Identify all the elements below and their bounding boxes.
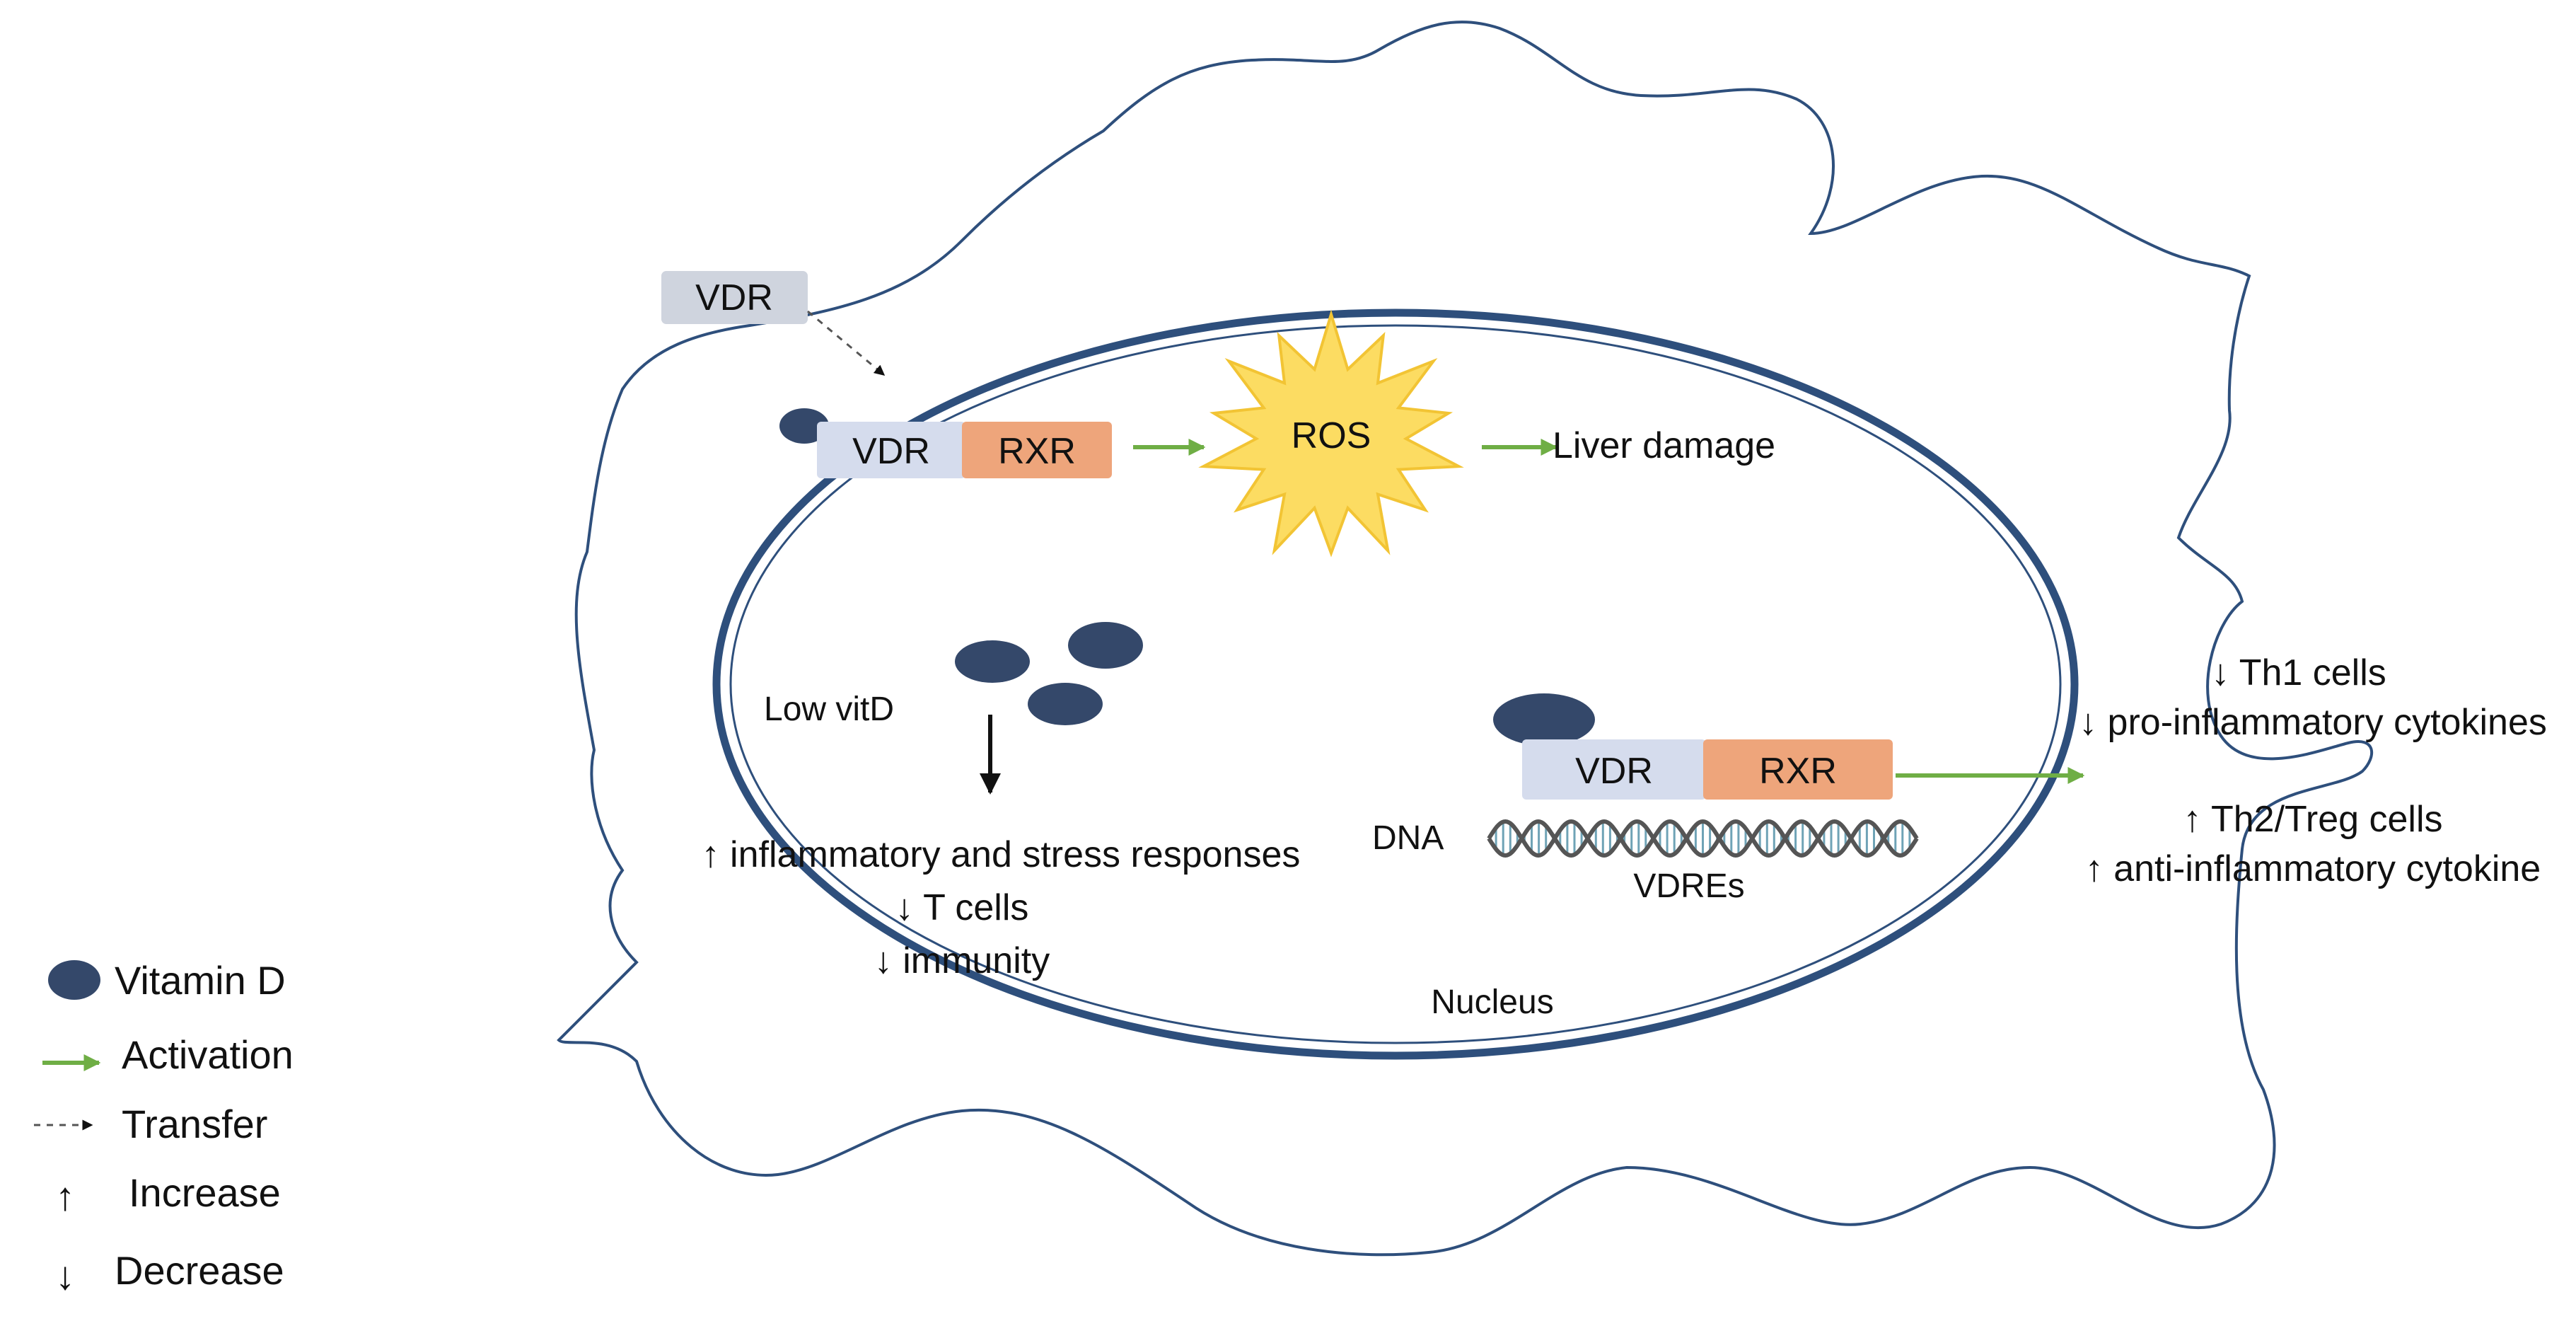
vdres-label: VDREs	[1633, 867, 1744, 905]
legend-decrease-label: Decrease	[115, 1248, 284, 1293]
legend-increase-icon: ↑	[55, 1174, 75, 1218]
dna-strand-b	[1487, 819, 1919, 858]
vdr-bottom-label: VDR	[1575, 751, 1653, 792]
legend-transfer-label: Transfer	[122, 1102, 267, 1146]
vdr-outside-label: VDR	[695, 277, 773, 318]
legend-vitamin-d-icon	[48, 960, 100, 1000]
nucleus-envelope-inner	[729, 324, 2062, 1044]
dna-helix	[1487, 819, 1919, 858]
ros-label: ROS	[1292, 415, 1371, 456]
effect-inflammatory: ↑ inflammatory and stress responses	[702, 834, 1301, 875]
dna-strand-a	[1487, 819, 1919, 858]
vitamin-d-low-3	[1028, 683, 1103, 725]
vitamin-d-dna-bound	[1493, 693, 1595, 746]
rxr-top-label: RXR	[998, 431, 1076, 472]
rxr-bottom-box	[1703, 739, 1893, 800]
ros-starburst	[1198, 309, 1464, 558]
vdr-outside-box	[661, 271, 808, 324]
rxr-top-box	[962, 422, 1112, 478]
vitamin-d-low-2	[1068, 622, 1143, 669]
vitamin-d-low-1	[955, 640, 1030, 683]
vdr-top-box	[817, 422, 965, 478]
effect-anti-inflammatory: ↑ anti-inflammatory cytokine	[2085, 848, 2541, 889]
legend-vitamin-d-label: Vitamin D	[115, 958, 286, 1003]
transfer-arrow	[807, 310, 886, 376]
dna-label: DNA	[1372, 819, 1444, 857]
rxr-bottom-label: RXR	[1759, 751, 1837, 792]
effect-immunity: ↓ immunity	[874, 940, 1050, 981]
nucleus-envelope-outer	[712, 308, 2079, 1060]
legend-activation-label: Activation	[122, 1032, 294, 1077]
low-vitd-label: Low vitD	[764, 691, 894, 728]
effect-t-cells: ↓ T cells	[895, 887, 1029, 928]
legend: Vitamin D Activation Transfer ↑ Increase…	[34, 958, 294, 1298]
legend-increase-label: Increase	[129, 1170, 281, 1215]
effect-pro-inflammatory: ↓ pro-inflammatory cytokines	[2079, 702, 2547, 743]
effect-th2-treg: ↑ Th2/Treg cells	[2183, 799, 2442, 840]
nucleus-label: Nucleus	[1431, 984, 1553, 1021]
effect-th1: ↓ Th1 cells	[2211, 652, 2386, 693]
vdr-bottom-box	[1522, 739, 1706, 800]
liver-damage-label: Liver damage	[1553, 425, 1775, 466]
vdr-top-label: VDR	[852, 431, 930, 472]
legend-decrease-icon: ↓	[55, 1253, 75, 1298]
vitamin-d-membrane	[779, 408, 829, 444]
cell-membrane	[557, 21, 2374, 1257]
